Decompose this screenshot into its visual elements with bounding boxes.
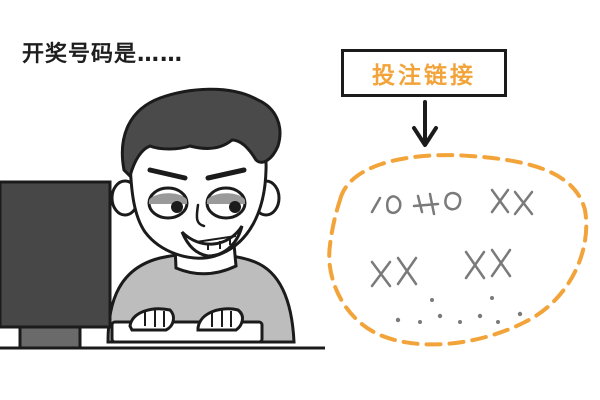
character-left-hand (128, 307, 175, 332)
character-hair (120, 87, 282, 179)
monitor-screen (0, 180, 112, 329)
scribble-dots (395, 296, 523, 324)
character-teeth-line (195, 235, 237, 243)
scribbled-numbers (370, 188, 534, 288)
character-grin (180, 225, 244, 258)
character-nose (195, 203, 206, 228)
character-right-eyebrow (205, 167, 247, 181)
link-label-text: 投注链接 (372, 63, 476, 89)
character-left-eyebrow (147, 167, 188, 181)
character-left-pupil (171, 201, 183, 213)
caption-text: 开奖号码是…… (22, 42, 184, 67)
character-right-pupil (229, 201, 241, 213)
dashed-thought-bubble (327, 153, 589, 347)
link-label-box: 投注链接 (341, 49, 507, 97)
monitor-stand (18, 325, 82, 350)
